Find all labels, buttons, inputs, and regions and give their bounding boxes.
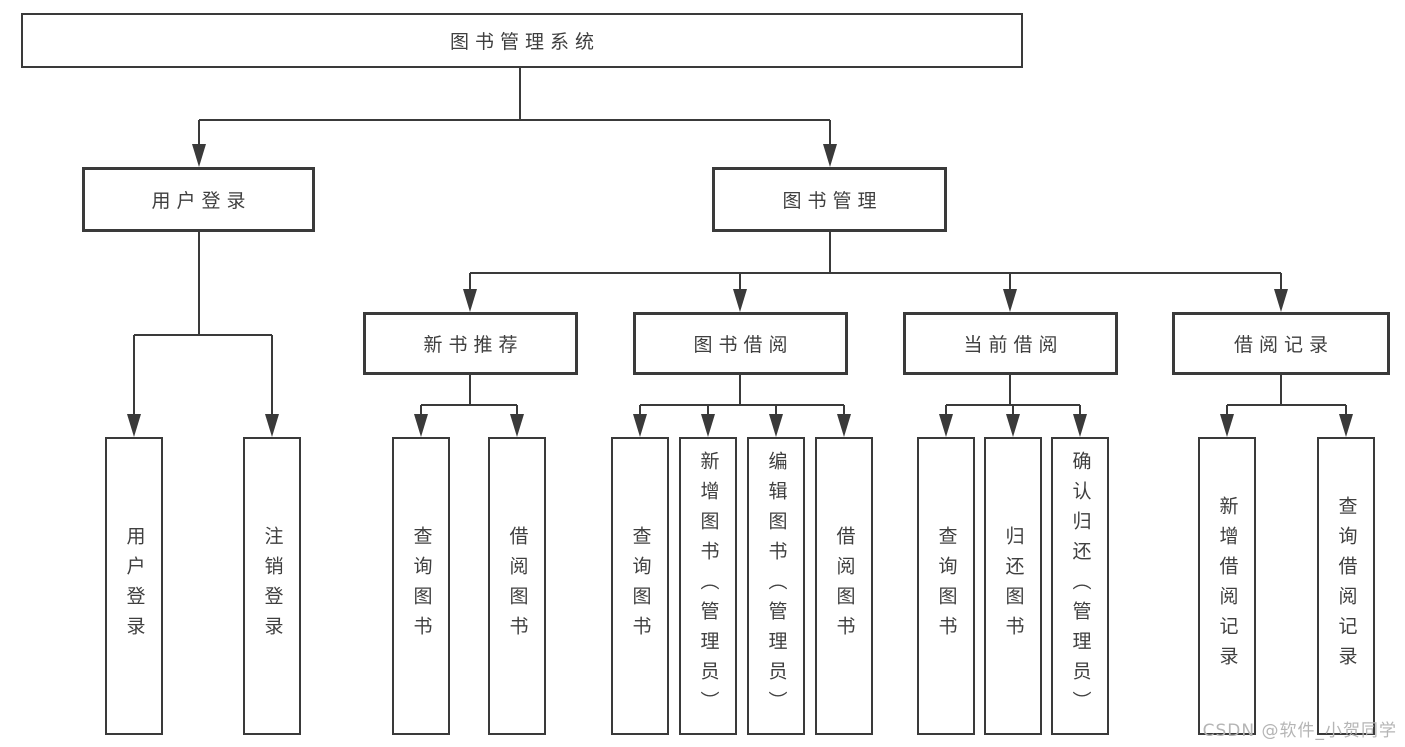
arrowhead-icons — [127, 144, 1353, 437]
leaf-user-login: 用户登录 — [105, 437, 163, 735]
leaf-add-book-admin: 新增图书（管理员） — [679, 437, 737, 735]
leaf-borrow-books-recommend: 借阅图书 — [488, 437, 546, 735]
leaf-edit-book-admin: 编辑图书（管理员） — [747, 437, 805, 735]
branch-book-management: 图书管理 — [712, 167, 947, 232]
leaf-query-books-borrow: 查询图书 — [611, 437, 669, 735]
section-borrow-records: 借阅记录 — [1172, 312, 1390, 375]
leaf-return-book: 归还图书 — [984, 437, 1042, 735]
leaf-query-borrow-record: 查询借阅记录 — [1317, 437, 1375, 735]
section-new-book-recommend: 新书推荐 — [363, 312, 578, 375]
section-book-borrow: 图书借阅 — [633, 312, 848, 375]
leaf-borrow-books: 借阅图书 — [815, 437, 873, 735]
section-current-borrow: 当前借阅 — [903, 312, 1118, 375]
leaf-logout: 注销登录 — [243, 437, 301, 735]
leaf-confirm-return-admin: 确认归还（管理员） — [1051, 437, 1109, 735]
root-node-system-title: 图书管理系统 — [21, 13, 1023, 68]
csdn-watermark: CSDN @软件_小贺同学 — [1202, 721, 1397, 741]
leaf-add-borrow-record: 新增借阅记录 — [1198, 437, 1256, 735]
branch-user-login: 用户登录 — [82, 167, 315, 232]
leaf-query-books-current: 查询图书 — [917, 437, 975, 735]
leaf-query-books-recommend: 查询图书 — [392, 437, 450, 735]
